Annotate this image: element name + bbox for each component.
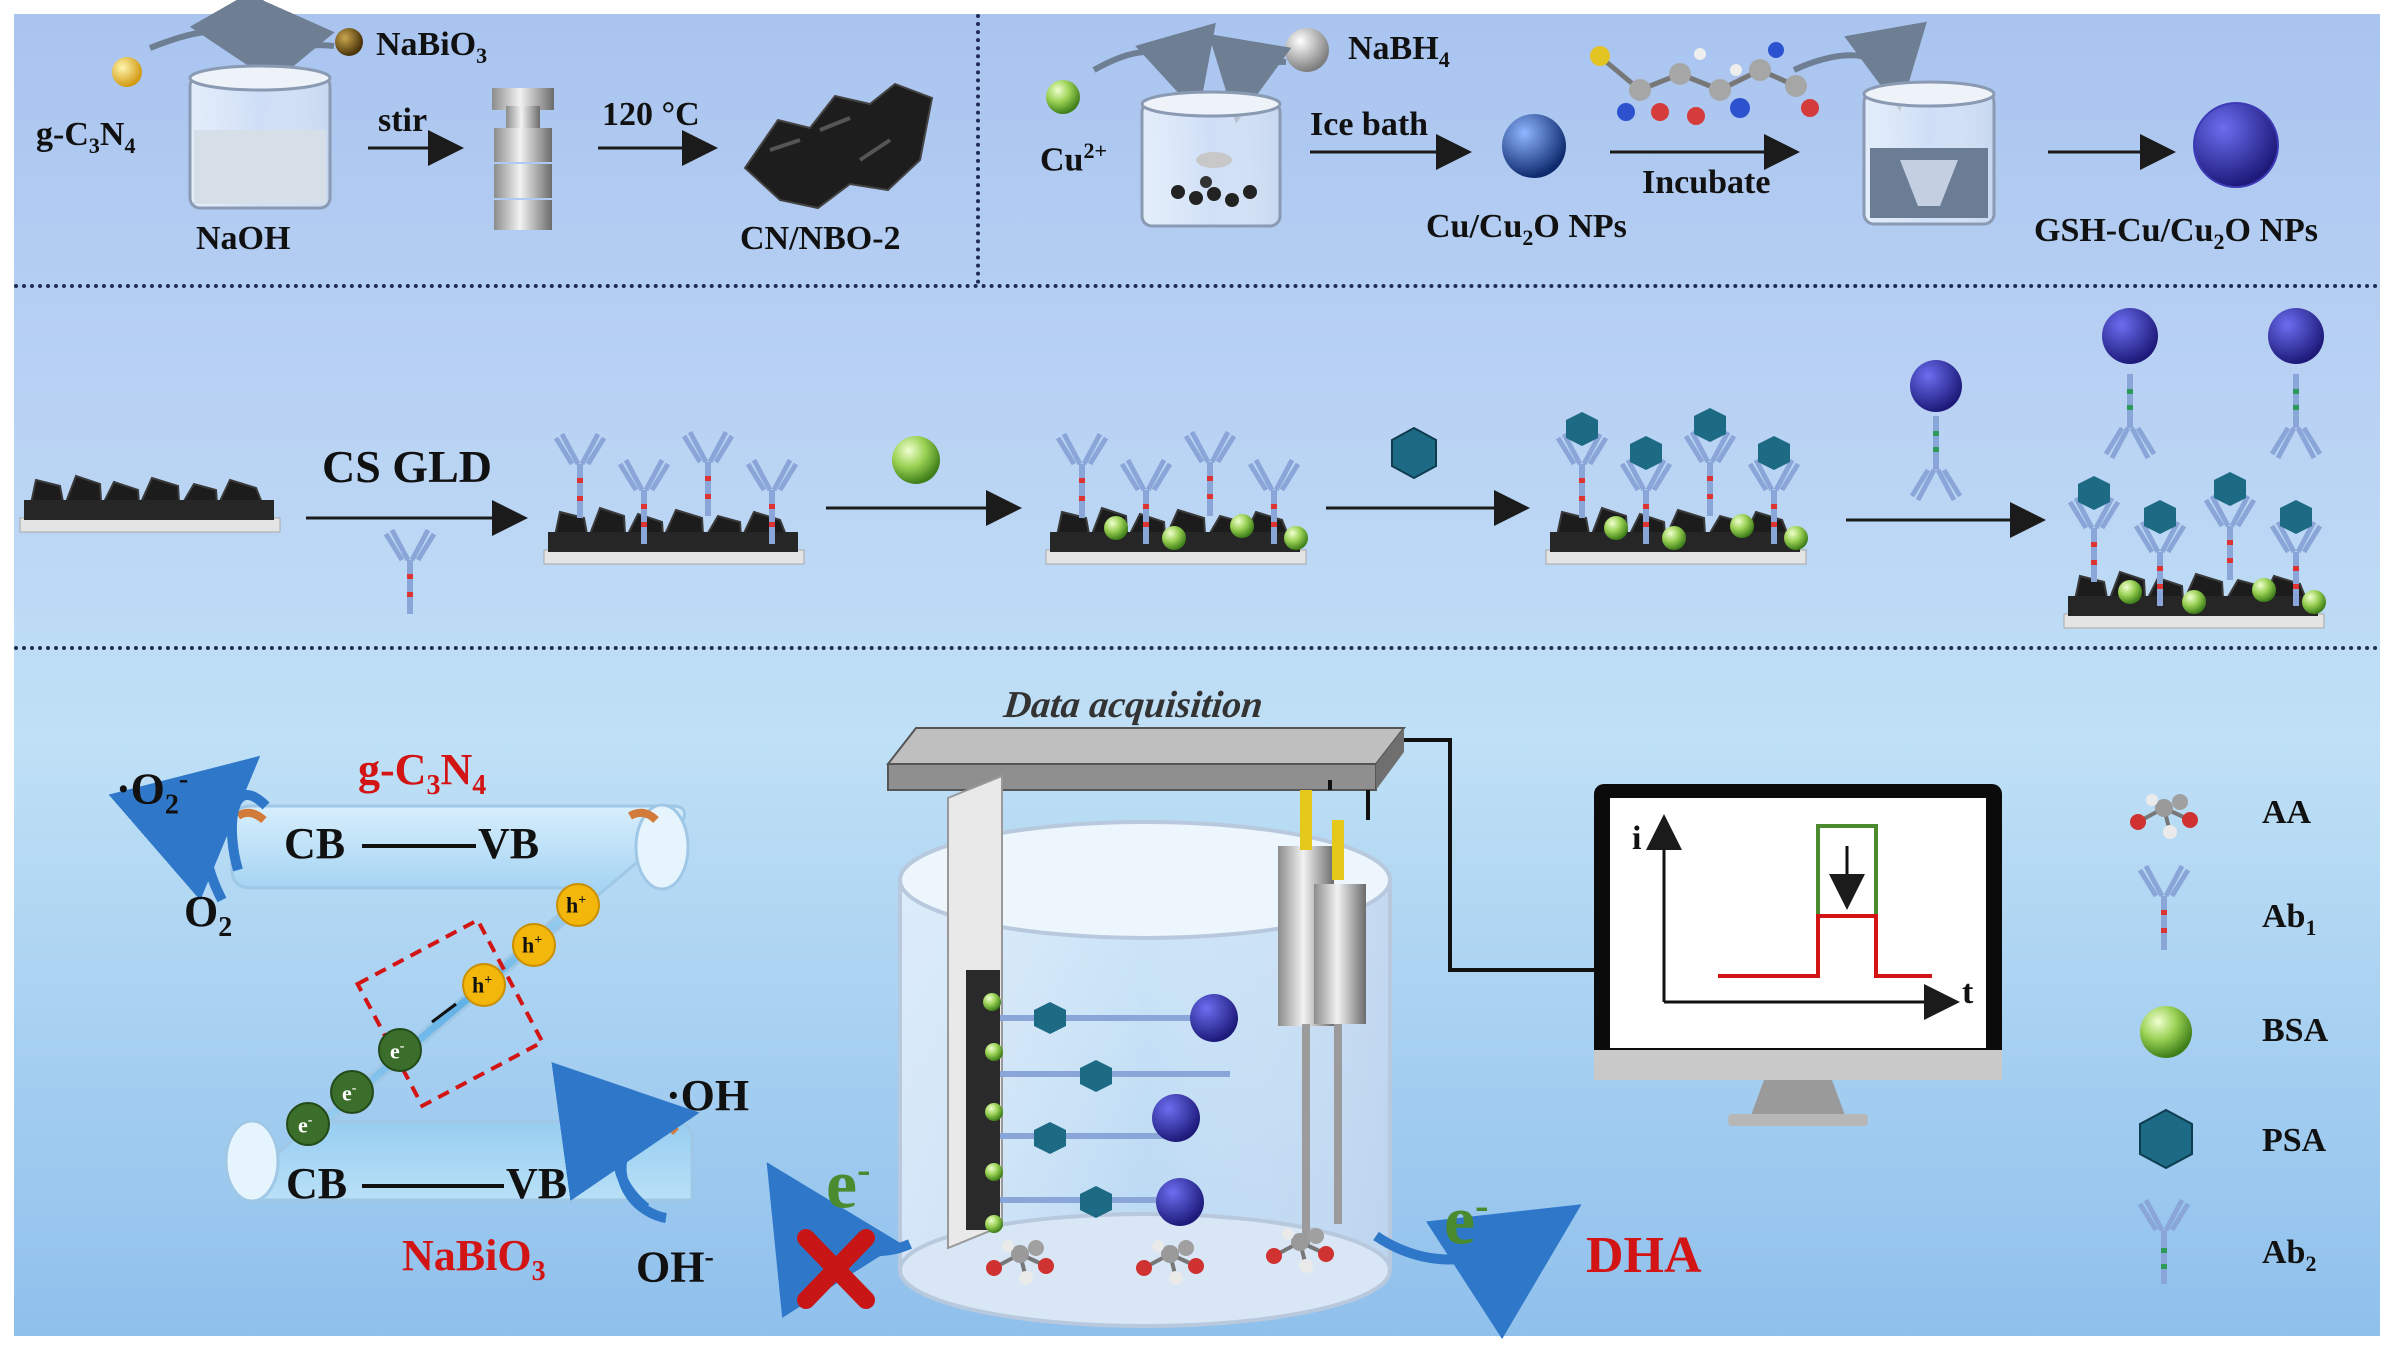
- ab1-antibody-icon: [2140, 866, 2188, 950]
- cs-gld-label: CS GLD: [322, 441, 492, 492]
- electron-left-label: e-: [826, 1146, 871, 1224]
- electron-label-1: e-: [390, 1038, 405, 1064]
- electrode-ab1-bsa: [1045, 432, 1308, 565]
- blocked-cross-icon: [797, 1229, 875, 1309]
- legend-bsa-label: BSA: [2262, 1012, 2329, 1049]
- hole-label-3: h+: [566, 892, 587, 918]
- separator-middle: [14, 646, 2380, 650]
- data-acquisition-box: [885, 727, 1407, 791]
- vb-top-label: VB: [478, 819, 540, 868]
- hydroxyl-radical-label: ·OH: [666, 1071, 750, 1120]
- vb-bottom-label: VB: [506, 1159, 568, 1208]
- nabh4-label: NaBH4: [1348, 30, 1450, 72]
- temperature-label: 120 °C: [602, 96, 700, 133]
- gc3n4-precursor-sphere: [112, 57, 142, 87]
- cu-cu2o-np-label: Cu/Cu2O NPs: [1426, 208, 1627, 250]
- nabio3-label: NaBiO3: [376, 26, 488, 68]
- recombination-dash: [431, 1002, 457, 1024]
- cb-top-label: CB: [284, 819, 346, 868]
- ab2-antibody-icon: [2140, 1200, 2188, 1284]
- add-cu-arrow: [1092, 22, 1216, 116]
- bare-electrode: [19, 475, 281, 533]
- ab2-probe-reagent: [1910, 360, 1962, 500]
- cu-ion-sphere: [1046, 80, 1080, 114]
- gsh-cu-cu2o-np-label: GSH-Cu/Cu2O NPs: [2034, 212, 2318, 254]
- axis-i-label: i: [1632, 820, 1642, 857]
- electrons: [286, 1028, 422, 1146]
- autoclave: [492, 88, 554, 230]
- blocked-electron-arrow: [766, 1162, 913, 1318]
- hydroxide-label: OH-: [636, 1242, 714, 1292]
- axis-t-label: t: [1962, 974, 1974, 1011]
- electrode-ab1: [543, 432, 805, 565]
- aa-molecule-icon: [2128, 792, 2200, 841]
- nabio3-band-label: NaBiO3: [402, 1231, 546, 1287]
- oxygen-label: O2: [184, 887, 233, 943]
- cn-nbo-2-label: CN/NBO-2: [740, 220, 901, 257]
- hole-label-2: h+: [522, 932, 543, 958]
- sandwich-immunosensor: [2063, 308, 2326, 629]
- psa-reagent: [1391, 426, 1437, 480]
- electron-right-label: e-: [1444, 1182, 1489, 1260]
- cb-bottom-label: CB: [286, 1159, 348, 1208]
- ab1-antibody-reagent: [386, 530, 434, 614]
- ice-bath-label: Ice bath: [1310, 106, 1429, 143]
- bsa-reagent: [892, 436, 940, 484]
- legend-ab1-label: Ab1: [2262, 898, 2317, 940]
- gsh-molecule: [1590, 42, 1819, 125]
- add-arrow-left: [148, 0, 268, 79]
- separator-vertical: [976, 14, 980, 284]
- charge-transfer-box: [354, 917, 546, 1109]
- incubate-label: Incubate: [1642, 164, 1771, 201]
- monitor: [1594, 784, 2002, 1126]
- reaction-beaker: [1140, 90, 1282, 228]
- incubation-beaker: [1862, 80, 1996, 226]
- dha-oxidation-arrow: [1373, 1204, 1582, 1340]
- gc3n4-band-label: g-C3N4: [358, 745, 487, 801]
- working-electrode: [947, 774, 1003, 1250]
- gc3n4-label: g-C3N4: [36, 116, 136, 158]
- legend-psa-label: PSA: [2262, 1122, 2327, 1159]
- cu-ion-label: Cu2+: [1040, 138, 1108, 179]
- bsa-sphere-icon: [2140, 1006, 2192, 1058]
- nabio3-precursor-sphere: [335, 28, 363, 56]
- separator-top: [14, 284, 2380, 288]
- psa-polyhedron-icon: [2139, 1108, 2193, 1170]
- data-acquisition-label: Data acquisition: [1001, 684, 1265, 726]
- hole-label-1: h+: [472, 972, 493, 998]
- o2-reduction-head: [108, 755, 261, 903]
- legend-ab2-label: Ab2: [2262, 1234, 2317, 1276]
- electron-label-2: e-: [342, 1080, 357, 1106]
- cn-nbo-2-product: [743, 82, 934, 210]
- legend-aa-label: AA: [2262, 794, 2312, 831]
- stir-label: stir: [378, 102, 428, 139]
- cu-cu2o-np-sphere: [1502, 114, 1566, 178]
- naoh-label: NaOH: [196, 220, 291, 257]
- electrode-psa-bound: [1545, 408, 1808, 565]
- dha-label: DHA: [1586, 1227, 1702, 1284]
- nabh4-sphere: [1285, 28, 1329, 72]
- electron-label-3: e-: [298, 1112, 313, 1138]
- gsh-cu-cu2o-np-sphere: [2193, 102, 2279, 188]
- incubate-add-arrow: [1792, 21, 1927, 112]
- naoh-beaker: [188, 64, 332, 210]
- immunocomplex-on-electrode: [1000, 994, 1238, 1226]
- holes: [462, 883, 600, 1007]
- superoxide-label: ·O2-: [116, 764, 189, 821]
- reference-counter-electrodes: [1278, 790, 1366, 1244]
- oh-oxidation-head: [551, 1062, 700, 1212]
- current-time-plot: [1646, 814, 1960, 1020]
